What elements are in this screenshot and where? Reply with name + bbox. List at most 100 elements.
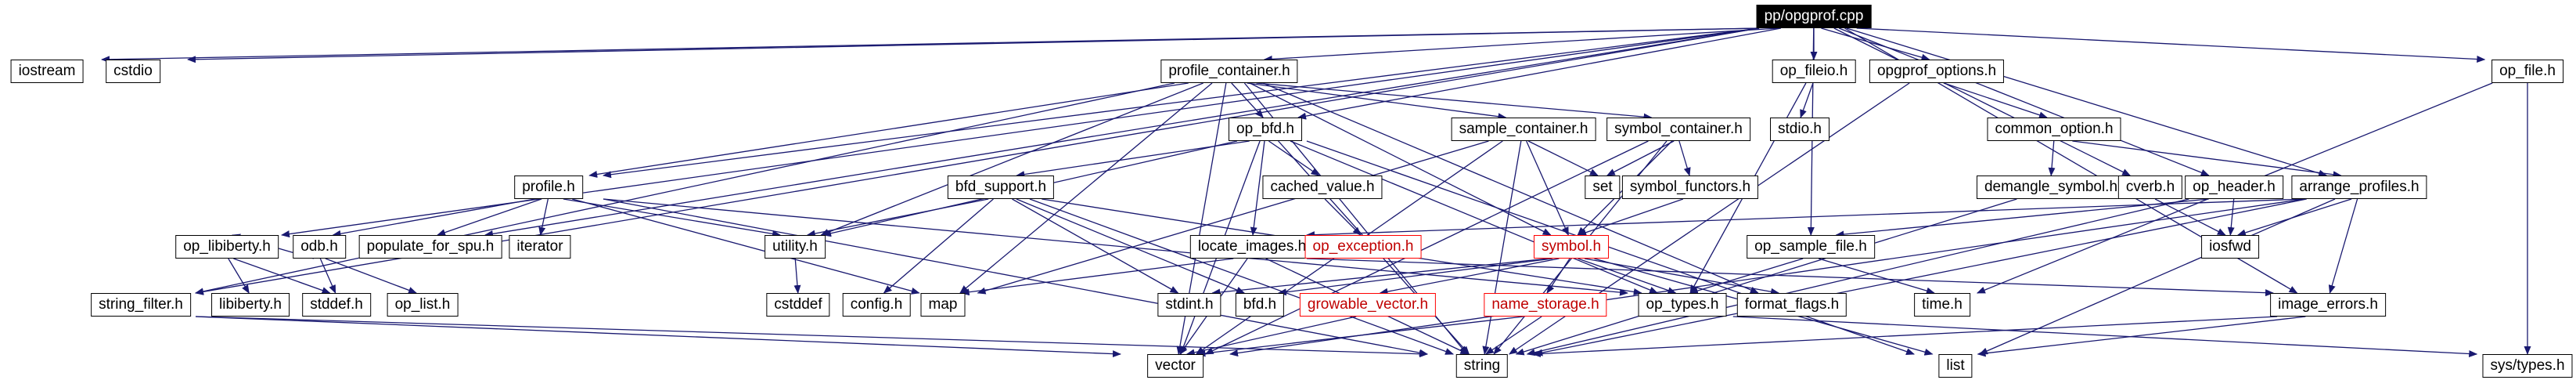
- node-cstdio[interactable]: cstdio: [106, 60, 160, 83]
- node-opgprof_options_h[interactable]: opgprof_options.h: [1869, 60, 2005, 83]
- node-string[interactable]: string: [1455, 354, 1509, 378]
- edge-op_bfd_h-op_types_h: [1290, 140, 1658, 294]
- node-profile_h[interactable]: profile.h: [514, 176, 583, 199]
- edge-symbol_h-stdint_h: [1211, 258, 1549, 296]
- edge-arrange_profiles_h-vector: [1229, 198, 2305, 357]
- edge-string_filter_h-vector: [195, 316, 1121, 358]
- edge-locate_images_h-map: [960, 258, 1234, 296]
- node-symbol_container_h[interactable]: symbol_container.h: [1606, 118, 1750, 141]
- edge-common_option_h-demangle_symbol_h: [2048, 140, 2056, 176]
- edge-opgprof_cpp-opgprof_options_h: [1821, 27, 1930, 61]
- node-name_storage_h[interactable]: name_storage.h: [1484, 293, 1607, 317]
- edge-sample_container_h-set: [1527, 140, 1599, 176]
- edge-arrange_profiles_h-iosfwd: [2236, 198, 2352, 237]
- edge-op_bfd_h-locate_images_h: [1250, 140, 1265, 236]
- node-cverb_h[interactable]: cverb.h: [2117, 176, 2183, 199]
- node-string_filter_h[interactable]: string_filter.h: [91, 293, 191, 317]
- edge-profile_container_h-profile_h: [588, 82, 1189, 178]
- edge-bfd_support_h-config_h: [883, 198, 994, 294]
- edge-symbol_h-op_types_h: [1578, 258, 1677, 294]
- node-stdio_h[interactable]: stdio.h: [1770, 118, 1829, 141]
- node-op_header_h[interactable]: op_header.h: [2185, 176, 2283, 199]
- edge-bfd_support_h-bfd_h: [1016, 198, 1246, 294]
- edge-profile_h-iterator: [538, 198, 549, 236]
- edge-op_types_h-sys_types_h: [1732, 316, 2478, 357]
- edge-arrange_profiles_h-string: [1534, 198, 2307, 356]
- node-set[interactable]: set: [1585, 176, 1621, 199]
- edge-opgprof_cpp-cstdio: [187, 27, 1760, 63]
- node-iterator[interactable]: iterator: [509, 235, 571, 259]
- edge-image_errors_h-list: [1977, 316, 2306, 357]
- edge-image_errors_h-string: [1531, 316, 2278, 357]
- node-iosfwd[interactable]: iosfwd: [2201, 235, 2259, 259]
- node-image_errors_h[interactable]: image_errors.h: [2270, 293, 2386, 317]
- node-bfd_support_h[interactable]: bfd_support.h: [947, 176, 1055, 199]
- node-stddef_h[interactable]: stddef.h: [302, 293, 371, 317]
- edge-op_header_h-string: [1526, 198, 2189, 356]
- node-op_bfd_h[interactable]: op_bfd.h: [1229, 118, 1302, 141]
- node-profile_container_h[interactable]: profile_container.h: [1160, 60, 1298, 83]
- edge-sample_container_h-map: [977, 140, 1489, 295]
- edge-profile_h-utility_h: [563, 198, 782, 237]
- edge-opgprof_cpp-op_file_h: [1856, 27, 2486, 63]
- edge-profile_h-op_types_h: [603, 198, 1628, 296]
- node-libiberty_h[interactable]: libiberty.h: [211, 293, 290, 317]
- edge-bfd_support_h-utility_h: [806, 198, 989, 237]
- node-populate_for_spu_h[interactable]: populate_for_spu.h: [358, 235, 502, 259]
- node-vector[interactable]: vector: [1147, 354, 1203, 378]
- node-op_file_h[interactable]: op_file.h: [2491, 60, 2563, 83]
- node-sample_container_h[interactable]: sample_container.h: [1451, 118, 1596, 141]
- edge-opgprof_options_h-common_option_h: [1943, 82, 2048, 119]
- edge-arrange_profiles_h-image_errors_h: [2328, 198, 2358, 294]
- edge-utility_h-cstddef: [793, 258, 801, 294]
- edge-profile_h-populate_for_spu_h: [437, 198, 542, 236]
- edge-profile_container_h-symbol_h: [1249, 82, 1552, 236]
- node-cstddef[interactable]: cstddef: [766, 293, 830, 317]
- node-map[interactable]: map: [920, 293, 966, 317]
- node-op_libiberty_h[interactable]: op_libiberty.h: [175, 235, 279, 259]
- edge-name_storage_h-string: [1485, 316, 1542, 355]
- node-stdint_h[interactable]: stdint.h: [1157, 293, 1221, 317]
- edge-symbol_container_h-vector: [1204, 140, 1649, 355]
- node-opgprof_cpp: pp/opgprof.cpp: [1756, 5, 1872, 28]
- node-cached_value_h[interactable]: cached_value.h: [1262, 176, 1383, 199]
- node-symbol_h[interactable]: symbol.h: [1533, 235, 1610, 259]
- node-iostream[interactable]: iostream: [10, 60, 84, 83]
- node-odb_h[interactable]: odb.h: [293, 235, 346, 259]
- edge-bfd_support_h-stdint_h: [1012, 198, 1179, 294]
- edge-symbol_functors_h-symbol_h: [1578, 198, 1684, 237]
- node-arrange_profiles_h[interactable]: arrange_profiles.h: [2291, 176, 2427, 199]
- node-locate_images_h[interactable]: locate_images.h: [1189, 235, 1315, 259]
- node-utility_h[interactable]: utility.h: [765, 235, 826, 259]
- node-op_sample_file_h[interactable]: op_sample_file.h: [1747, 235, 1875, 259]
- edge-op_fileio_h-stdio_h: [1800, 82, 1814, 118]
- edge-odb_h-op_list_h: [325, 258, 418, 294]
- node-op_types_h[interactable]: op_types.h: [1638, 293, 1727, 317]
- node-symbol_functors_h[interactable]: symbol_functors.h: [1621, 176, 1759, 199]
- node-config_h[interactable]: config.h: [842, 293, 911, 317]
- edge-opgprof_cpp-arrange_profiles_h: [1846, 27, 2328, 177]
- edge-opgprof_cpp-cverb_h: [1833, 27, 2132, 176]
- edge-profile_container_h-string_filter_h: [195, 82, 1175, 295]
- edge-profile_h-string: [603, 198, 1428, 356]
- node-list[interactable]: list: [1938, 354, 1973, 378]
- node-op_exception_h[interactable]: op_exception.h: [1304, 235, 1422, 259]
- edge-profile_h-map: [572, 198, 920, 295]
- edge-symbol_h-format_flags_h: [1584, 258, 1780, 295]
- node-op_list_h[interactable]: op_list.h: [387, 293, 459, 317]
- edge-profile_container_h-format_flags_h: [1262, 82, 1759, 294]
- edge-symbol_h-bfd_h: [1277, 258, 1553, 296]
- node-time_h[interactable]: time.h: [1914, 293, 1970, 317]
- edge-profile_container_h-sample_container_h: [1247, 82, 1507, 121]
- edge-profile_container_h-utility_h: [820, 82, 1203, 236]
- node-growable_vector_h[interactable]: growable_vector.h: [1299, 293, 1437, 317]
- node-common_option_h[interactable]: common_option.h: [1987, 118, 2121, 141]
- node-format_flags_h[interactable]: format_flags.h: [1736, 293, 1847, 317]
- edge-op_bfd_h-list: [1306, 140, 1916, 355]
- node-op_fileio_h[interactable]: op_fileio.h: [1772, 60, 1856, 83]
- edge-profile_container_h-symbol_container_h: [1256, 82, 1653, 121]
- node-demangle_symbol_h[interactable]: demangle_symbol.h: [1976, 176, 2126, 199]
- node-sys_types_h[interactable]: sys/types.h: [2482, 354, 2573, 378]
- node-bfd_h[interactable]: bfd.h: [1235, 293, 1285, 317]
